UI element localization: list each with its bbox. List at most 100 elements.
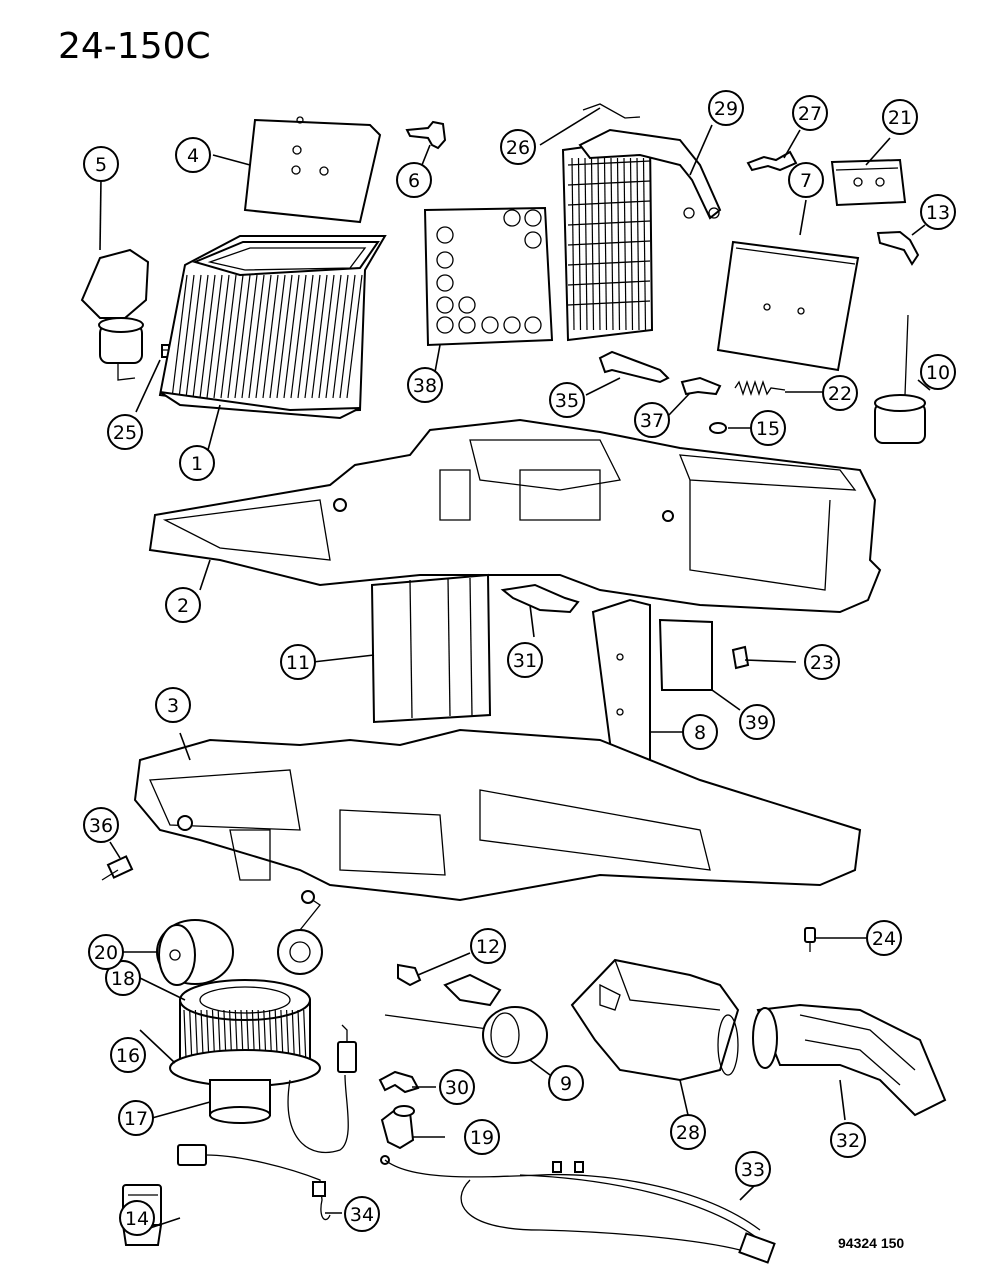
callout-17: 17 <box>118 1100 154 1136</box>
callout-circle <box>548 1065 584 1101</box>
callout-circle <box>920 194 956 230</box>
callout-label: 9 <box>560 1073 572 1095</box>
callout-circle <box>507 642 543 678</box>
callout-circle <box>739 704 775 740</box>
callout-2: 2 <box>165 587 201 623</box>
callout-label: 20 <box>94 942 118 964</box>
callout-9: 9 <box>548 1065 584 1101</box>
callout-label: 21 <box>888 107 912 129</box>
callout-18: 18 <box>105 960 141 996</box>
callout-38: 38 <box>407 367 443 403</box>
callout-label: 29 <box>714 98 738 120</box>
callout-label: 34 <box>350 1204 374 1226</box>
callout-25: 25 <box>107 414 143 450</box>
callout-circle <box>155 687 191 723</box>
callout-circle <box>470 928 506 964</box>
callout-circle <box>165 587 201 623</box>
callout-label: 3 <box>167 695 179 717</box>
callout-6: 6 <box>396 162 432 198</box>
part-20-plug <box>156 919 234 986</box>
callout-label: 33 <box>741 1159 765 1181</box>
callout-circle <box>105 960 141 996</box>
part-4-cover-plate <box>243 116 382 224</box>
part-8-door <box>591 598 651 772</box>
drawing-number: 94324 150 <box>838 1235 904 1251</box>
callout-circle <box>119 1200 155 1236</box>
callout-label: 25 <box>113 422 137 444</box>
diagram-id: 24-150C <box>58 26 211 67</box>
callout-label: 37 <box>640 410 664 432</box>
callout-label: 38 <box>413 375 437 397</box>
part-15-grommet <box>709 422 727 434</box>
part-27-clip <box>746 150 798 172</box>
callout-circle <box>682 714 718 750</box>
callout-20: 20 <box>88 934 124 970</box>
part-39-seal <box>658 618 713 691</box>
callout-16: 16 <box>110 1037 146 1073</box>
callout-24: 24 <box>866 920 902 956</box>
callout-label: 6 <box>408 170 420 192</box>
callout-label: 27 <box>798 103 822 125</box>
part-30-clip <box>378 1070 420 1094</box>
callout-label: 36 <box>89 815 113 837</box>
callout-32: 32 <box>830 1122 866 1158</box>
part-3-lower-housing <box>133 728 862 902</box>
part-21-foam-block <box>830 158 907 207</box>
callout-circle <box>804 644 840 680</box>
callout-circle <box>708 90 744 126</box>
part-9-actuator <box>384 973 548 1064</box>
callout-8: 8 <box>682 714 718 750</box>
part-2-upper-housing <box>148 418 882 614</box>
part-36-bolt <box>101 855 134 881</box>
callout-15: 15 <box>750 410 786 446</box>
callout-circle <box>670 1114 706 1150</box>
callout-label: 32 <box>836 1130 860 1152</box>
callout-label: 23 <box>810 652 834 674</box>
callout-label: 12 <box>476 936 500 958</box>
callout-35: 35 <box>549 382 585 418</box>
part-29-heater-core <box>561 128 722 342</box>
callout-circle <box>750 410 786 446</box>
callout-circle <box>396 162 432 198</box>
callout-circle <box>882 99 918 135</box>
callout-26: 26 <box>500 129 536 165</box>
callout-10: 10 <box>920 354 956 390</box>
part-18-blower-wheel <box>179 979 311 1061</box>
part-5-actuator <box>80 248 150 381</box>
callout-label: 15 <box>756 418 780 440</box>
callout-37: 37 <box>634 402 670 438</box>
part-33-wire-harness <box>380 1155 776 1264</box>
blower-inlet <box>277 890 323 975</box>
callout-label: 5 <box>95 154 107 176</box>
callout-28: 28 <box>670 1114 706 1150</box>
callout-36: 36 <box>83 807 119 843</box>
callout-31: 31 <box>507 642 543 678</box>
callout-circle <box>735 1151 771 1187</box>
callout-label: 17 <box>124 1108 148 1130</box>
callout-label: 22 <box>828 383 852 405</box>
part-23-clip <box>731 645 750 670</box>
part-13-clip <box>876 230 920 266</box>
callout-circle <box>866 920 902 956</box>
callout-4: 4 <box>175 137 211 173</box>
callout-label: 26 <box>506 137 530 159</box>
callout-circle <box>792 95 828 131</box>
callout-33: 33 <box>735 1151 771 1187</box>
callout-label: 10 <box>926 362 950 384</box>
callout-27: 27 <box>792 95 828 131</box>
part-11-door <box>370 573 492 724</box>
part-17-blower-motor <box>209 1024 357 1154</box>
callout-circle <box>280 644 316 680</box>
callout-19: 19 <box>464 1119 500 1155</box>
part-24-screw <box>804 927 816 952</box>
callout-circle <box>634 402 670 438</box>
callout-label: 7 <box>800 170 812 192</box>
callout-circle <box>788 162 824 198</box>
callout-circle <box>407 367 443 403</box>
callout-label: 16 <box>116 1045 140 1067</box>
callout-label: 30 <box>445 1077 469 1099</box>
part-37-lever <box>680 376 722 396</box>
callout-label: 19 <box>470 1127 494 1149</box>
callout-circle <box>107 414 143 450</box>
